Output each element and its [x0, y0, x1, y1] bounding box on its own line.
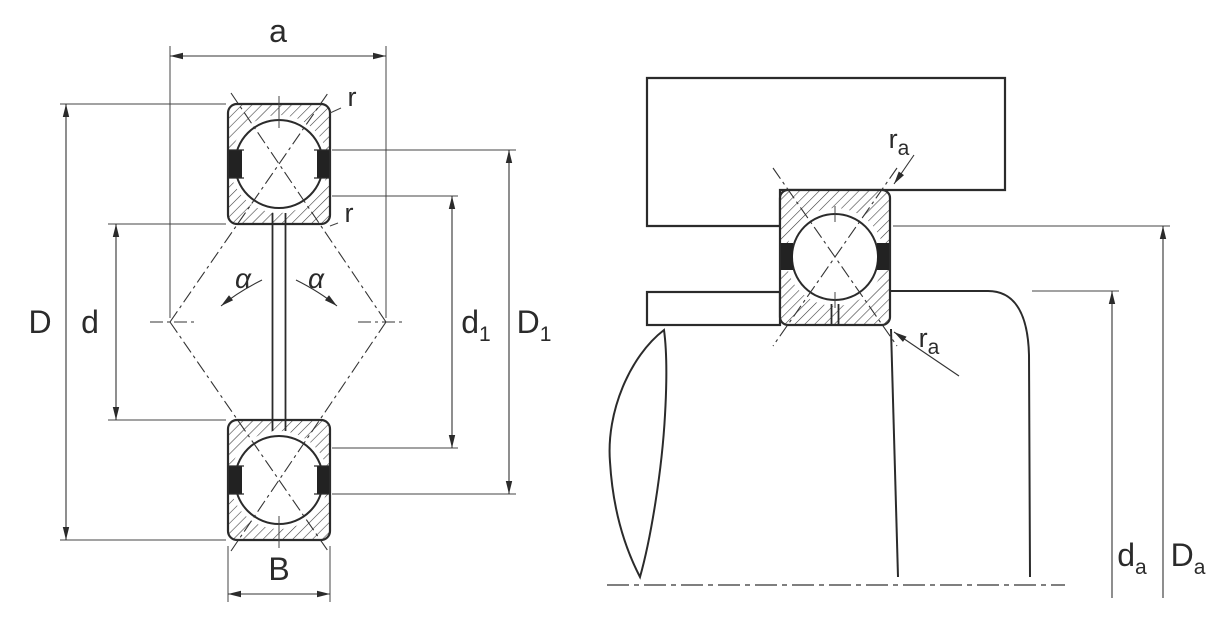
ra-top-leader [893, 154, 915, 185]
ra-bottom-leader [893, 331, 960, 377]
r-leader-inner [329, 222, 339, 227]
contact-lines [150, 92, 406, 552]
label-ra-top: ra [889, 124, 910, 160]
label-Da: Da [1171, 537, 1206, 579]
label-alpha-right: α [308, 263, 325, 294]
label-r-inner: r [345, 198, 354, 228]
shaft-break-section [608, 328, 668, 580]
label-alpha-left: α [235, 263, 252, 294]
race-contact-mark [229, 150, 242, 178]
label-ra-bottom: ra [919, 323, 940, 359]
label-d: d [81, 304, 99, 340]
dimension-d1: d1 [332, 195, 491, 449]
bearing-bottom-section [228, 420, 330, 540]
race-contact-mark [781, 243, 793, 270]
dimension-d: d [81, 223, 226, 421]
race-contact-mark [229, 466, 242, 494]
contact-line [772, 167, 898, 347]
dimension-a: a [169, 13, 387, 318]
r-leader-outer [329, 107, 342, 114]
label-d1: d1 [461, 304, 490, 346]
label-r-outer: r [348, 82, 357, 112]
label-da: da [1117, 537, 1147, 579]
dimension-D1: D1 [332, 149, 552, 495]
race-contact-mark [317, 466, 330, 494]
label-B: B [268, 551, 289, 587]
shaft-shoulder-profile [891, 290, 1031, 578]
label-D1: D1 [517, 304, 552, 346]
shaft-shoulder-section [645, 290, 782, 327]
housing-section [645, 76, 1007, 228]
race-contact-mark [317, 150, 330, 178]
alpha-arc-left [220, 279, 263, 307]
right-view-mounting: ra ra da Da [607, 76, 1206, 598]
shaft-face-line [890, 328, 899, 578]
left-view-cross-section: α α a r r D d [28, 13, 551, 602]
alpha-arc-right [295, 279, 338, 307]
race-contact-mark [877, 243, 889, 270]
dimension-Da: Da [893, 225, 1206, 598]
label-a: a [269, 13, 287, 49]
dimension-B: B [227, 546, 331, 602]
label-D: D [28, 304, 51, 340]
mounted-bearing-outline [778, 188, 892, 327]
dimension-D: D [28, 103, 226, 541]
dimension-da: da [1032, 290, 1147, 598]
